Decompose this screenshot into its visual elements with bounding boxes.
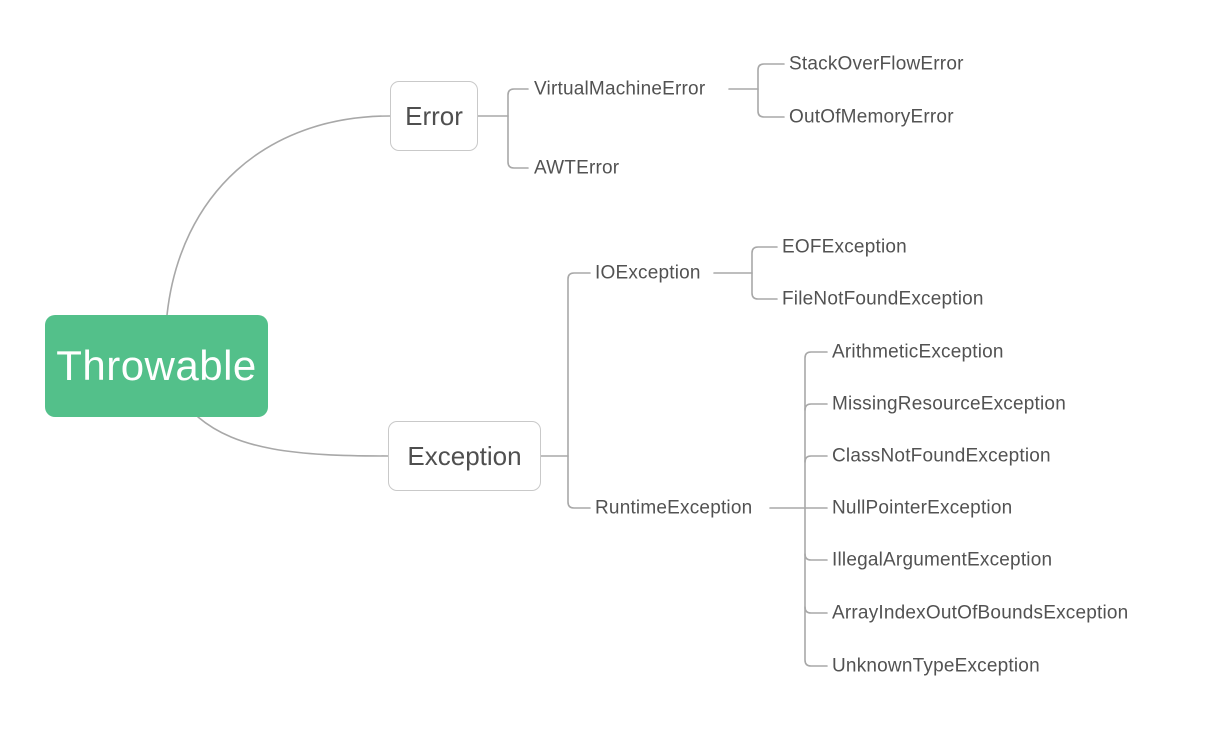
topic-virtualmachineerror[interactable]: VirtualMachineError: [534, 78, 706, 100]
topic-missingresourceexception[interactable]: MissingResourceException: [832, 393, 1066, 415]
topic-throwable[interactable]: Throwable: [45, 315, 268, 417]
connector-stub-classnotfoundexception: [804, 455, 828, 463]
topic-ioexception[interactable]: IOException: [595, 262, 701, 284]
topic-stackoverflowerror[interactable]: StackOverFlowError: [789, 53, 964, 75]
connector-root-error: [166, 115, 391, 316]
connector-runtimeexception-children-bracket: [804, 351, 828, 667]
topic-arithmeticexception[interactable]: ArithmeticException: [832, 341, 1004, 363]
connector-stub-arrayindexoutofboundsexception: [804, 606, 828, 614]
connector-ioexception-children-bracket: [751, 246, 778, 300]
topic-classnotfoundexception[interactable]: ClassNotFoundException: [832, 445, 1051, 467]
connector-exception-children-bracket: [567, 272, 591, 509]
topic-awterror[interactable]: AWTError: [534, 157, 620, 179]
topic-illegalargumentexception[interactable]: IllegalArgumentException: [832, 549, 1053, 571]
topic-arrayindexoutofboundsexception[interactable]: ArrayIndexOutOfBoundsException: [832, 602, 1129, 624]
connector-error-children-bracket: [507, 88, 529, 169]
connector-virtualmachineerror-children-bracket: [757, 63, 785, 118]
connector-root-exception: [197, 416, 389, 457]
connector-stub-missingresourceexception: [804, 403, 828, 411]
topic-filenotfoundexception[interactable]: FileNotFoundException: [782, 288, 984, 310]
topic-outofmemoryerror[interactable]: OutOfMemoryError: [789, 106, 954, 128]
connector-stub-illegalargumentexception: [804, 553, 828, 561]
topic-runtimeexception[interactable]: RuntimeException: [595, 497, 753, 519]
topic-error[interactable]: Error: [390, 81, 478, 151]
topic-unknowntypeexception[interactable]: UnknownTypeException: [832, 655, 1040, 677]
topic-eofexception[interactable]: EOFException: [782, 236, 907, 258]
topic-exception[interactable]: Exception: [388, 421, 541, 491]
topic-nullpointerexception[interactable]: NullPointerException: [832, 497, 1013, 519]
